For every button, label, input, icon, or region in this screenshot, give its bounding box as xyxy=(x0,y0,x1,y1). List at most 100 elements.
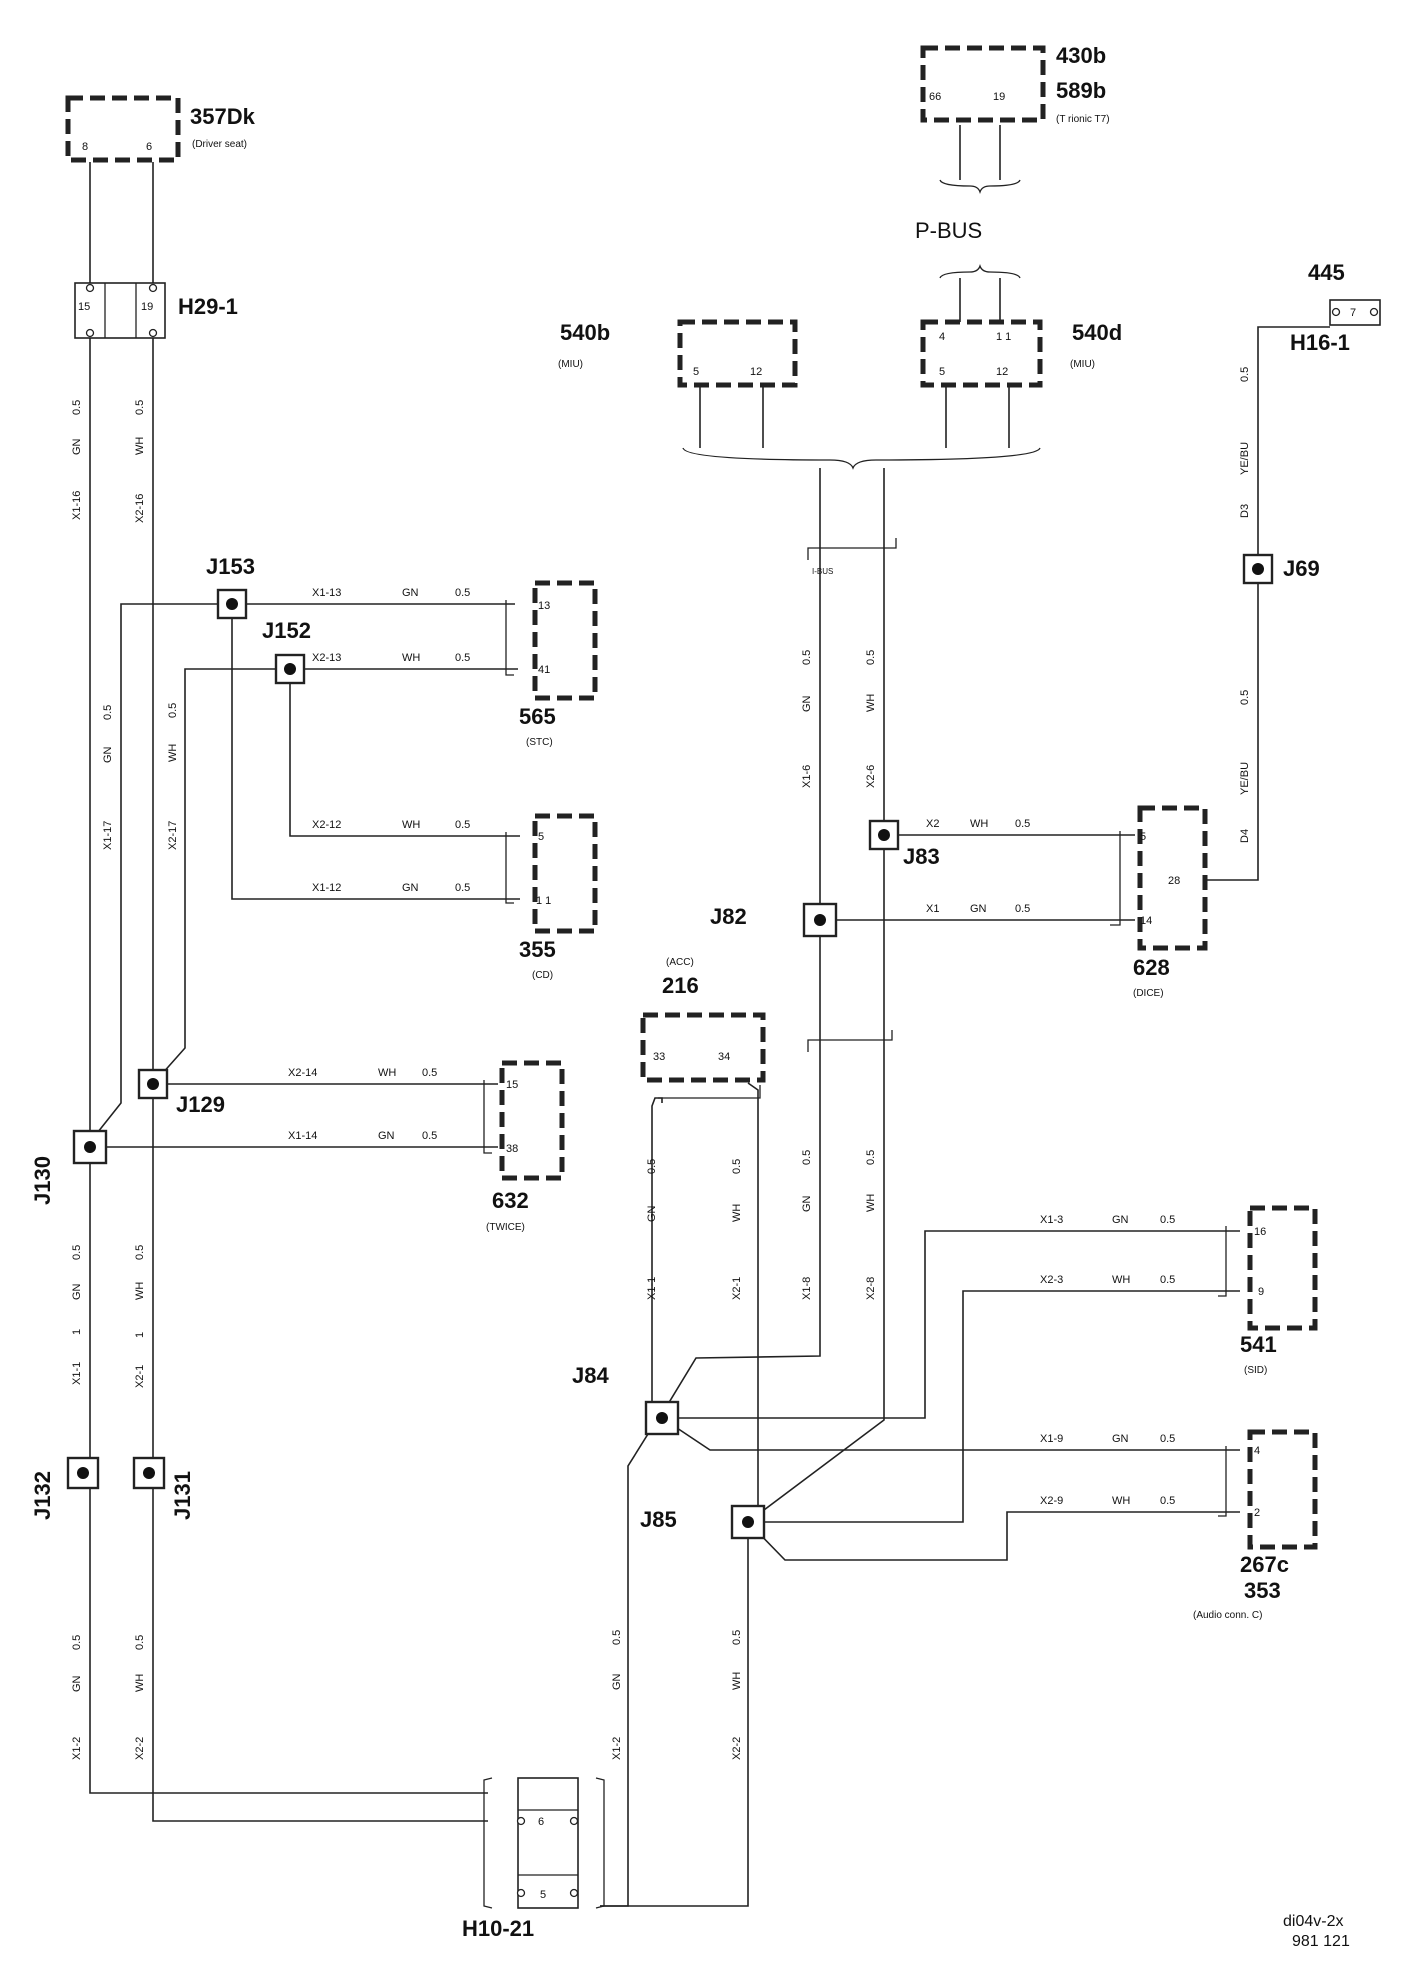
component-589b-id: 589b xyxy=(1056,78,1106,103)
footer: di04v-2x 981 121 xyxy=(1283,1913,1350,1950)
pin-267c-2: 2 xyxy=(1254,1507,1260,1519)
pin-355-11: 1 1 xyxy=(536,895,551,907)
wire-label: 0.5 xyxy=(1239,690,1251,705)
wire-label: YE/BU xyxy=(1239,442,1251,475)
component-540b-desc: (MIU) xyxy=(558,359,583,370)
component-267c-id: 267c xyxy=(1240,1552,1289,1577)
junction-j83-label: J83 xyxy=(903,844,940,869)
junction-j153-label: J153 xyxy=(206,554,255,579)
wire-label: 0.5 xyxy=(611,1630,623,1645)
wire-label: X2-17 xyxy=(167,821,179,850)
wire-label: X1-1 xyxy=(646,1277,658,1300)
bracket-632 xyxy=(483,1080,492,1154)
bracket-565 xyxy=(505,600,514,676)
component-628-id: 628 xyxy=(1133,955,1170,980)
wire-label: WH xyxy=(167,744,179,762)
wire-label: WH xyxy=(865,1194,877,1212)
pin-540b-12: 12 xyxy=(750,366,762,378)
wire-label: 0.5 xyxy=(1160,1433,1175,1445)
wire-label: 0.5 xyxy=(1239,367,1251,382)
junction-labels: J153 J152 J129 J130 J132 J131 J69 J83 J8… xyxy=(30,554,1320,1532)
wire-label: GN xyxy=(611,1673,623,1690)
wire-label: X1-14 xyxy=(288,1130,317,1142)
junction-j129-label: J129 xyxy=(176,1092,225,1117)
wire-label: X2-2 xyxy=(731,1737,743,1760)
wire-label: 0.5 xyxy=(134,1245,146,1260)
connectors xyxy=(74,282,1381,1909)
component-357dk-id: 357Dk xyxy=(190,104,256,129)
pin-540b-5: 5 xyxy=(693,366,699,378)
bracket-216 xyxy=(658,1085,761,1099)
component-565-box xyxy=(532,580,598,701)
pin-h10-5: 5 xyxy=(540,1889,546,1901)
component-353-id: 353 xyxy=(1244,1578,1281,1603)
component-541-box xyxy=(1247,1205,1318,1331)
junction-j82 xyxy=(802,902,838,938)
wire-label: 0.5 xyxy=(646,1159,658,1174)
wire-label: 0.5 xyxy=(422,1067,437,1079)
wire-labels: X1-16 0.5 GN X2-16 0.5 WH X1-13 GN 0.5 X… xyxy=(71,367,1251,1760)
wire-label: 0.5 xyxy=(71,1245,83,1260)
wire-label: 0.5 xyxy=(134,1635,146,1650)
pin-632-38: 38 xyxy=(506,1143,518,1155)
footer-ref-2: 981 121 xyxy=(1292,1933,1350,1950)
wire-label: 0.5 xyxy=(167,703,179,718)
pin-540d-12: 12 xyxy=(996,366,1008,378)
wire-label: X2-12 xyxy=(312,819,341,831)
wire-label: 0.5 xyxy=(1015,903,1030,915)
wire-label: GN xyxy=(71,1675,83,1692)
component-541-id: 541 xyxy=(1240,1332,1277,1357)
wire-label: GN xyxy=(402,882,419,894)
bracket-540 xyxy=(682,447,1041,470)
pin-h29-19: 19 xyxy=(141,301,153,313)
component-628-box xyxy=(1137,805,1208,951)
wire-label: X1-2 xyxy=(611,1737,623,1760)
wire-gn-left-trunk xyxy=(89,162,488,1794)
wire-label: X1-17 xyxy=(102,821,114,850)
wire-label: X2-9 xyxy=(1040,1495,1063,1507)
wire-gn-right-trunk xyxy=(600,468,821,1907)
pin-540d-5: 5 xyxy=(939,366,945,378)
wire-label: 0.5 xyxy=(731,1159,743,1174)
component-632-id: 632 xyxy=(492,1188,529,1213)
component-540d-desc: (MIU) xyxy=(1070,359,1095,370)
pin-445-7: 7 xyxy=(1350,307,1356,319)
wire-label: WH xyxy=(1112,1274,1130,1286)
junction-j84 xyxy=(644,1400,680,1436)
component-355-id: 355 xyxy=(519,937,556,962)
junctions xyxy=(66,553,1274,1540)
component-540d-box xyxy=(920,319,1043,388)
component-216-desc: (ACC) xyxy=(666,957,694,968)
component-565-desc: (STC) xyxy=(526,737,553,748)
wire-label: WH xyxy=(731,1672,743,1690)
wire-label: X1-3 xyxy=(1040,1214,1063,1226)
wire-label: 0.5 xyxy=(731,1630,743,1645)
wire-label: GN xyxy=(102,746,114,763)
wire-label: WH xyxy=(378,1067,396,1079)
component-labels: 357Dk (Driver seat) 8 6 430b 589b (T rio… xyxy=(78,43,1356,1941)
component-216-box xyxy=(640,1012,766,1083)
wire-label: YE/BU xyxy=(1239,762,1251,795)
bracket-h10-left xyxy=(483,1777,493,1909)
bracket-h10-right xyxy=(595,1777,605,1909)
junction-j82-label: J82 xyxy=(710,904,747,929)
junction-j85 xyxy=(730,1504,766,1540)
wire-label: 1 xyxy=(134,1332,146,1338)
pin-632-15: 15 xyxy=(506,1079,518,1091)
bracket-267 xyxy=(1218,1446,1227,1517)
component-632-box xyxy=(499,1060,565,1181)
wire-label: 0.5 xyxy=(865,1150,877,1165)
connector-h10-21-label: H10-21 xyxy=(462,1916,534,1941)
connector-h16-1-label: H16-1 xyxy=(1290,330,1350,355)
junction-j131-label: J131 xyxy=(170,1471,195,1520)
bracket-541 xyxy=(1218,1226,1227,1297)
pin-357dk-8: 8 xyxy=(82,141,88,153)
pin-355-5: 5 xyxy=(538,831,544,843)
junction-j129 xyxy=(137,1068,169,1100)
component-445-id: 445 xyxy=(1308,260,1345,285)
wire-label: X1-8 xyxy=(801,1277,813,1300)
bracket-pbus-top xyxy=(939,179,1021,195)
wire-216-wh xyxy=(747,1082,759,1522)
bracket-628 xyxy=(1110,831,1121,926)
pin-541-16: 16 xyxy=(1254,1226,1266,1238)
